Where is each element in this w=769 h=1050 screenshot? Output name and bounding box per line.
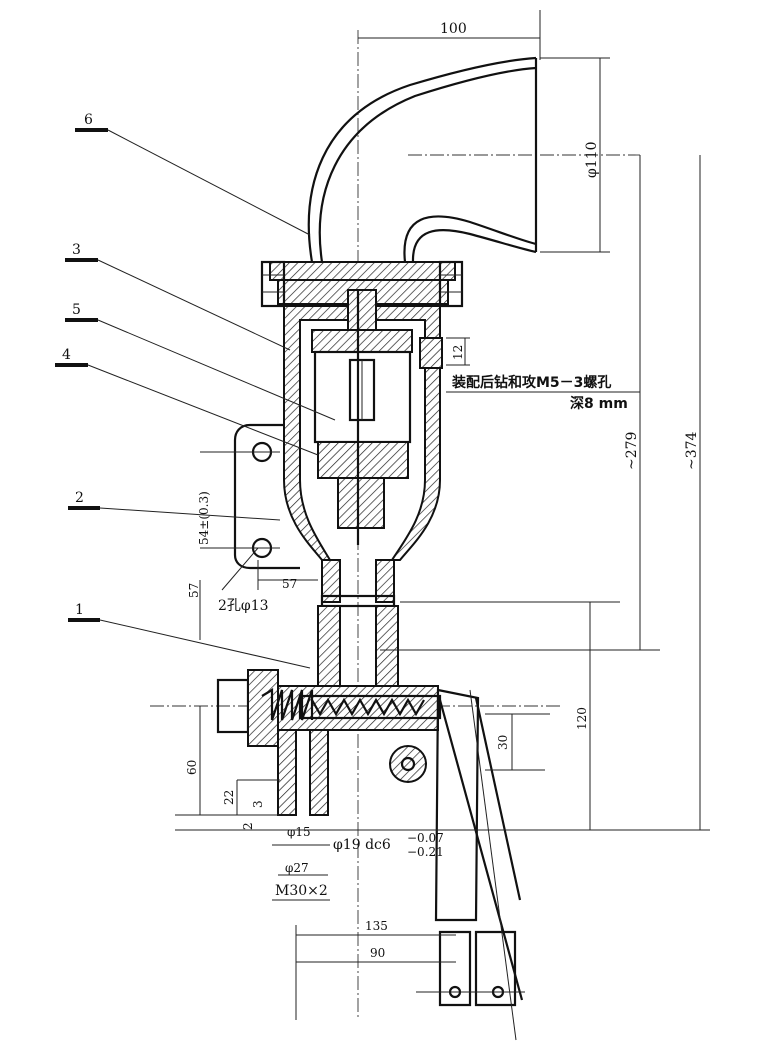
- dim-bracket-57-vertical: 57: [187, 583, 201, 598]
- dim-shaft-19: φ19 dc6: [333, 837, 391, 853]
- dim-height-374: ~374: [684, 431, 700, 470]
- lower-body: [257, 559, 442, 816]
- dim-mouth-diameter: φ110: [584, 141, 600, 178]
- dim-holes: 2孔φ13: [218, 598, 269, 614]
- dim-diameter-27: φ27: [285, 861, 309, 875]
- dim-height-120: 120: [575, 707, 589, 730]
- upper-housing: [283, 305, 443, 561]
- dim-length-135: 135: [365, 919, 388, 933]
- dim-2: 2: [241, 822, 255, 830]
- part-label-5: 5: [72, 302, 81, 318]
- dim-length-90: 90: [370, 946, 385, 960]
- part-label-1: 1: [75, 602, 84, 618]
- dim-bore-15: φ15: [287, 825, 311, 839]
- dim-height-279: ~279: [624, 432, 640, 470]
- dim-height-60: 60: [185, 760, 199, 775]
- dim-tol-upper: −0.07: [407, 831, 444, 845]
- dim-drill-note-1: 装配后钻和攻M5－3螺孔: [451, 374, 611, 391]
- part-label-3: 3: [72, 242, 81, 258]
- dimension-lines: [175, 10, 710, 1020]
- dim-drill-box: 12: [451, 345, 465, 360]
- leader-lines: [55, 128, 336, 669]
- dim-thread: M30×2: [275, 883, 328, 899]
- part-number-labels: 6 3 5 4 2 1: [62, 112, 93, 618]
- dim-3: 3: [251, 800, 265, 808]
- part-label-6: 6: [84, 112, 93, 128]
- dim-bracket-tol: 54±(0.3): [197, 491, 211, 545]
- dim-height-22: 22: [222, 790, 236, 805]
- dim-top-width: 100: [440, 21, 467, 37]
- dim-tol-lower: −0.21: [407, 845, 444, 859]
- dim-bracket-57-horizontal: 57: [282, 577, 297, 591]
- dimension-texts: 100 φ110 装配后钻和攻M5－3螺孔 深8 mm 12 ~279 ~374…: [185, 21, 700, 960]
- dim-drill-note-2: 深8 mm: [570, 395, 628, 412]
- actuating-lever: [389, 688, 525, 1041]
- part-label-2: 2: [75, 490, 84, 506]
- dim-lever-30: 30: [496, 735, 510, 750]
- part-label-4: 4: [62, 347, 71, 363]
- inner-cartridge: [311, 289, 413, 545]
- center-lines: [150, 30, 640, 1020]
- side-plug: [216, 669, 314, 747]
- intake-elbow: [307, 56, 538, 263]
